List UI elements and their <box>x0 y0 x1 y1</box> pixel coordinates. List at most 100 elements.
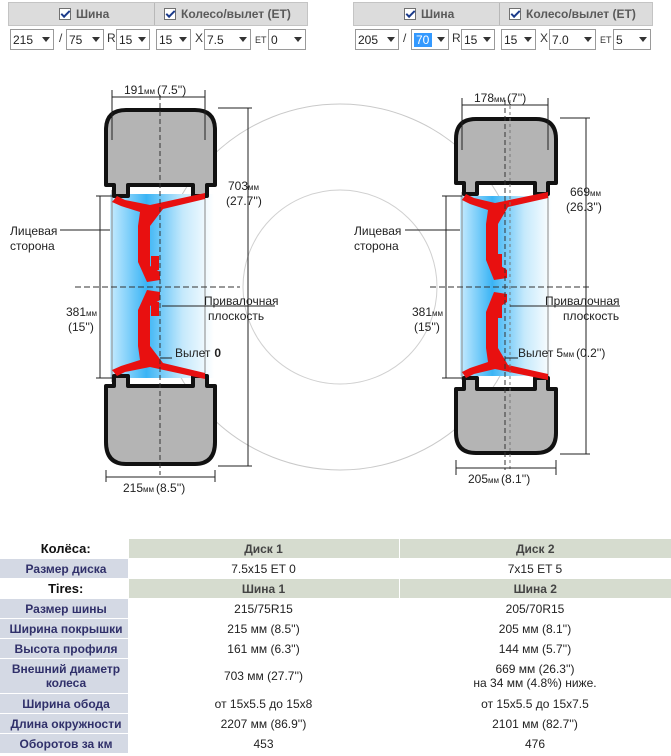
right-rim-width-select[interactable]: 7.0 <box>549 29 596 50</box>
cell-value: 144 мм (5.7'') <box>399 638 671 659</box>
right-rim-tire-select[interactable]: 15 <box>461 29 495 50</box>
cell-value: 215 мм (8.5'') <box>128 618 399 639</box>
cell-value: 7.5x15 ET 0 <box>128 558 399 579</box>
table-row: Высота профиля 161 мм (6.3'') 144 мм (5.… <box>0 638 671 659</box>
wheel-toggle-left[interactable]: Колесо/вылет (ET) <box>164 3 291 25</box>
mount-label: плоскость <box>208 309 264 323</box>
right-rim-wheel-select[interactable]: 15 <box>501 29 536 50</box>
mount-label: плоскость <box>563 309 619 323</box>
dim-outer-in: (26.3'') <box>566 200 602 214</box>
table-row: Ширина обода от 15x5.5 до 15x8 от 15x5.5… <box>0 693 671 714</box>
dim-rim-in: (15'') <box>414 320 440 334</box>
dim-width-bottom: 205мм(8.1'') <box>468 472 530 486</box>
left-profile-select[interactable]: 75 <box>66 29 104 50</box>
table-row: Ширина покрышки 215 мм (8.5'') 205 мм (8… <box>0 618 671 639</box>
cell-value: 215/75R15 <box>128 598 399 619</box>
row-label: Ширина покрышки <box>0 618 128 639</box>
row-label: Размер шины <box>0 598 128 619</box>
rim-bolt <box>494 304 502 318</box>
rim-profile <box>112 193 205 282</box>
mount-label: Привалочная <box>204 294 279 308</box>
et-label: ET <box>255 35 267 45</box>
cell-value: от 15x5.5 до 15x7.5 <box>399 693 671 714</box>
checkbox-icon[interactable] <box>509 8 521 20</box>
wheel-toggle-label: Колесо/вылет (ET) <box>181 7 291 21</box>
cell-value: 453 <box>128 733 399 753</box>
face-label: Лицевая <box>10 224 57 238</box>
cell-value: 2207 мм (86.9'') <box>128 713 399 734</box>
wheel-toggle-right[interactable]: Колесо/вылет (ET) <box>509 3 636 25</box>
tire-bottom <box>454 376 558 455</box>
table-row: Размер диска 7.5x15 ET 0 7x15 ET 5 <box>0 558 671 579</box>
diff-note: на 34 мм (4.8%) ниже. <box>473 676 597 690</box>
right-wheel-section: 178мм(7'') 669мм (26.3'') 381мм (15'') 2… <box>354 91 620 486</box>
left-wheel-section: 191мм(7.5'') 703мм (27.7'') 381мм (15'')… <box>10 83 279 495</box>
cell-value: 476 <box>399 733 671 753</box>
rim-bolt <box>151 302 159 316</box>
tire-toggle-label: Шина <box>421 7 455 21</box>
tire-toggle-left[interactable]: Шина <box>59 3 109 25</box>
cell-value: 205 мм (8.1'') <box>399 618 671 639</box>
checkbox-icon[interactable] <box>164 8 176 20</box>
dim-rim-in: (15'') <box>68 320 94 334</box>
divider <box>499 3 500 25</box>
disk1-header: Диск 1 <box>127 538 399 559</box>
wheels-header: Колёса: <box>0 538 128 559</box>
dim-rim: 381мм <box>412 305 443 319</box>
right-et-select[interactable]: 5 <box>613 29 651 50</box>
x-label: X <box>540 31 549 45</box>
checkbox-icon[interactable] <box>59 8 71 20</box>
dim-rim: 381мм <box>66 305 97 319</box>
tires-header-row: Tires: Шина 1 Шина 2 <box>0 578 671 599</box>
comparison-table: Колёса: Диск 1 Диск 2 Размер диска 7.5x1… <box>0 538 671 753</box>
row-label: Размер диска <box>0 558 128 579</box>
face-label: сторона <box>10 239 55 253</box>
right-header-strip: Шина Колесо/вылет (ET) <box>353 2 653 26</box>
rim-hub-area <box>460 196 552 376</box>
dim-outer-in: (27.7'') <box>226 194 262 208</box>
slash-separator: / <box>403 31 407 45</box>
left-rim-wheel-select[interactable]: 15 <box>156 29 191 50</box>
table-row: Размер шины 215/75R15 205/70R15 <box>0 598 671 619</box>
right-profile-select[interactable]: 70 <box>411 29 449 50</box>
et-label: ET <box>600 35 612 45</box>
dim-width-top: 178мм(7'') <box>474 91 526 105</box>
cell-value: 669 мм (26.3'')на 34 мм (4.8%) ниже. <box>399 658 671 694</box>
tire-toggle-right[interactable]: Шина <box>404 3 454 25</box>
cell-value: 2101 мм (82.7'') <box>399 713 671 734</box>
face-label: сторона <box>354 239 399 253</box>
wheels-header-row: Колёса: Диск 1 Диск 2 <box>0 538 671 559</box>
left-rim-tire-select[interactable]: 15 <box>116 29 150 50</box>
face-label: Лицевая <box>354 224 401 238</box>
rim-profile <box>462 292 548 380</box>
left-header-strip: Шина Колесо/вылет (ET) <box>8 2 308 26</box>
row-label: Длина окружности <box>0 713 128 734</box>
table-row: Оборотов за км 453 476 <box>0 733 671 753</box>
divider <box>154 3 155 25</box>
row-label: Оборотов за км <box>0 733 128 753</box>
left-rim-width-select[interactable]: 7.5 <box>204 29 251 50</box>
disk2-header: Диск 2 <box>398 538 671 559</box>
tire2-header: Шина 2 <box>398 578 671 599</box>
rim-hub-area <box>110 194 214 378</box>
dim-outer: 703мм <box>228 179 259 193</box>
inner-wheel-circle <box>242 189 438 385</box>
cell-value: 161 мм (6.3'') <box>128 638 399 659</box>
row-label: Внешний диаметр колеса <box>0 658 128 694</box>
right-width-select[interactable]: 205 <box>355 29 399 50</box>
cell-value: 205/70R15 <box>399 598 671 619</box>
dim-width-bottom: 215мм(8.5'') <box>123 481 185 495</box>
dim-outer: 669мм <box>570 185 601 199</box>
row-label: Высота профиля <box>0 638 128 659</box>
wheel-toggle-label: Колесо/вылет (ET) <box>526 7 636 21</box>
rim-bolt <box>494 254 502 268</box>
left-et-select[interactable]: 0 <box>268 29 306 50</box>
row-label: Ширина обода <box>0 693 128 714</box>
table-row: Длина окружности 2207 мм (86.9'') 2101 м… <box>0 713 671 734</box>
dim-width-top: 191мм(7.5'') <box>124 83 186 97</box>
checkbox-icon[interactable] <box>404 8 416 20</box>
left-width-select[interactable]: 215 <box>10 29 54 50</box>
mount-label: Привалочная <box>545 294 620 308</box>
tire-toggle-label: Шина <box>76 7 110 21</box>
